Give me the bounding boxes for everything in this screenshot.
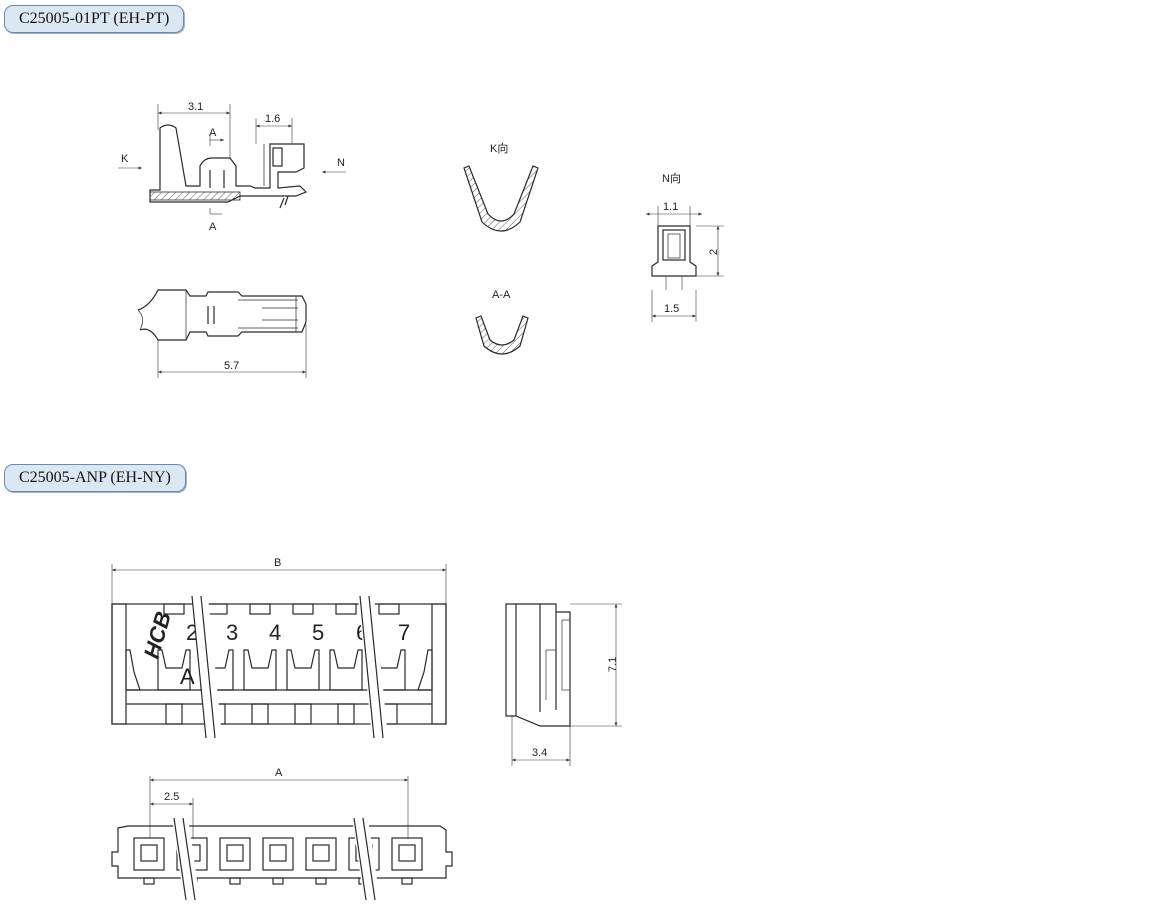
dim-7-1: 7.1 (607, 657, 619, 672)
pin-number-7: 7 (398, 620, 410, 645)
k-view: K向 (463, 141, 539, 232)
pin-number-5: 5 (312, 620, 324, 645)
pin-number-3: 3 (226, 620, 238, 645)
label-a-bottom: A (209, 221, 217, 233)
section-title-housing: C25005-ANP (EH-NY) (4, 464, 186, 492)
n-view-label: N向 (662, 171, 681, 185)
label-k: K (121, 153, 129, 165)
dim-2: 2 (708, 249, 720, 255)
housing-top-view: A 2.5 (111, 767, 453, 901)
partial-label-a: A (180, 664, 195, 689)
aa-view: A-A (475, 289, 529, 355)
housing-side-view: 7.1 3.4 (505, 603, 622, 766)
aa-view-label: A-A (492, 289, 511, 301)
label-n: N (337, 157, 345, 169)
dim-2-5: 2.5 (164, 791, 179, 803)
dim-1-5: 1.5 (664, 303, 679, 315)
k-view-label: K向 (490, 141, 508, 155)
dim-3-4: 3.4 (532, 747, 547, 759)
terminal-top-view: 5.7 (137, 289, 307, 378)
dim-b: B (274, 557, 281, 569)
pin-number-4: 4 (269, 620, 281, 645)
dim-a: A (275, 767, 283, 779)
n-view: N向 1.1 2 1.5 (646, 171, 724, 322)
section-title-terminal: C25005-01PT (EH-PT) (4, 5, 185, 33)
dim-1-6: 1.6 (265, 113, 280, 125)
dim-1-1: 1.1 (663, 201, 678, 213)
dim-5-7: 5.7 (224, 360, 239, 372)
dim-3-1: 3.1 (188, 101, 203, 113)
housing-front-view: HCB 2 3 4 5 6 7 A B (111, 557, 447, 739)
label-a-top: A (209, 127, 217, 139)
terminal-side-view: 3.1 1.6 K N A A (118, 101, 346, 233)
